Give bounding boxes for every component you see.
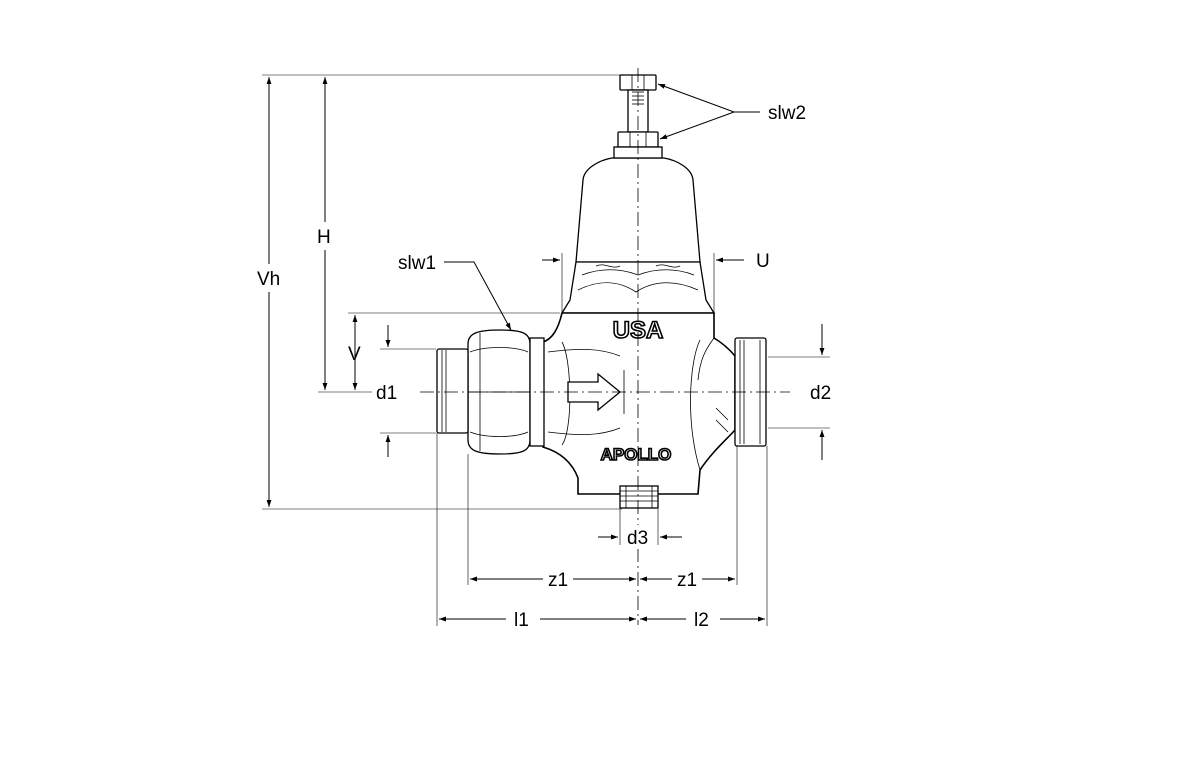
label-U: U xyxy=(756,251,770,272)
bell-housing xyxy=(575,157,701,263)
label-d2: d2 xyxy=(810,383,831,404)
label-V: V xyxy=(348,344,361,365)
label-gaps xyxy=(254,222,720,632)
label-z1-left: z1 xyxy=(548,570,568,591)
label-d3: d3 xyxy=(627,528,648,549)
label-H: H xyxy=(317,227,331,248)
dimension-lines xyxy=(262,74,830,626)
label-l1: l1 xyxy=(514,610,529,631)
label-slw1: slw1 xyxy=(398,253,436,274)
apollo-text: APOLLO xyxy=(601,445,672,464)
label-d1: d1 xyxy=(376,383,397,404)
leaders xyxy=(444,83,760,331)
label-z1-right: z1 xyxy=(677,570,697,591)
valve-body xyxy=(542,312,736,495)
label-slw2: slw2 xyxy=(768,103,806,124)
tailpiece xyxy=(436,348,469,434)
dimension-labels: slw2 H slw1 U Vh V d1 d2 d3 z1 z1 l1 l2 xyxy=(257,103,831,631)
pressure-reducing-valve: USA APOLLO xyxy=(436,74,767,509)
label-l2: l2 xyxy=(694,610,709,631)
label-Vh: Vh xyxy=(257,269,280,290)
gauge-port xyxy=(619,485,659,509)
